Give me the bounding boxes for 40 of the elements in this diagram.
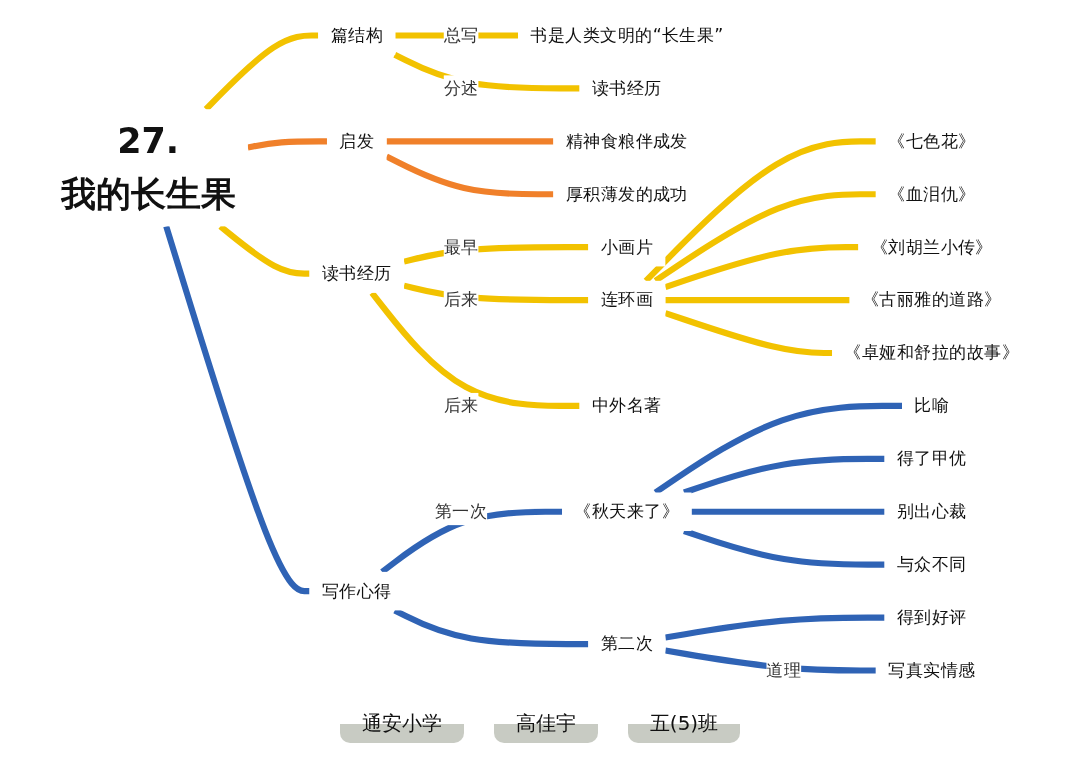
edge-label: 后来 <box>443 289 479 310</box>
node-text: 得到好评 <box>896 606 967 628</box>
node-text: 读书经历 <box>321 262 392 284</box>
connector <box>385 153 554 198</box>
node-text: 书是人类文明的“长生果” <box>530 24 724 45</box>
connector <box>683 528 885 568</box>
edge-label: 道理 <box>766 659 802 681</box>
connector <box>691 508 885 515</box>
node-text: 得了甲优 <box>896 447 967 469</box>
connector <box>643 138 876 283</box>
node-text: 厚积薄发的成功 <box>565 183 688 204</box>
edge-label: 总写 <box>443 24 479 45</box>
node-text: 《古丽雅的道路》 <box>861 289 1002 310</box>
connector <box>664 244 859 290</box>
connector <box>386 138 554 145</box>
edge-label: 第一次 <box>434 500 488 522</box>
connector <box>683 455 885 496</box>
connector <box>665 297 850 304</box>
node-text: 写真实情感 <box>888 659 976 681</box>
connector <box>203 32 319 112</box>
connector <box>369 290 580 409</box>
edge-label: 后来 <box>443 394 479 416</box>
node-text: 《卓娅和舒拉的故事》 <box>844 341 1020 363</box>
node-text: 读书经历 <box>591 77 662 98</box>
node-text: 别出心裁 <box>896 500 967 522</box>
node-text: 篇结构 <box>330 24 383 45</box>
node-text: 《血泪仇》 <box>888 183 976 204</box>
node-text: 精神食粮伴成发 <box>565 130 688 151</box>
connector <box>664 310 833 357</box>
connector <box>664 614 885 641</box>
edge-label: 最早 <box>443 236 479 257</box>
node-text: 启发 <box>339 130 375 151</box>
node-text: 中外名著 <box>591 394 662 416</box>
node-text: 《七色花》 <box>888 130 976 151</box>
edge-label: 分述 <box>443 77 479 98</box>
node-text: 《刘胡兰小传》 <box>870 236 993 257</box>
node-text: 比喻 <box>914 394 950 416</box>
connector <box>247 138 327 151</box>
node-text: 与众不同 <box>896 553 967 575</box>
node-text: 第二次 <box>600 633 654 654</box>
